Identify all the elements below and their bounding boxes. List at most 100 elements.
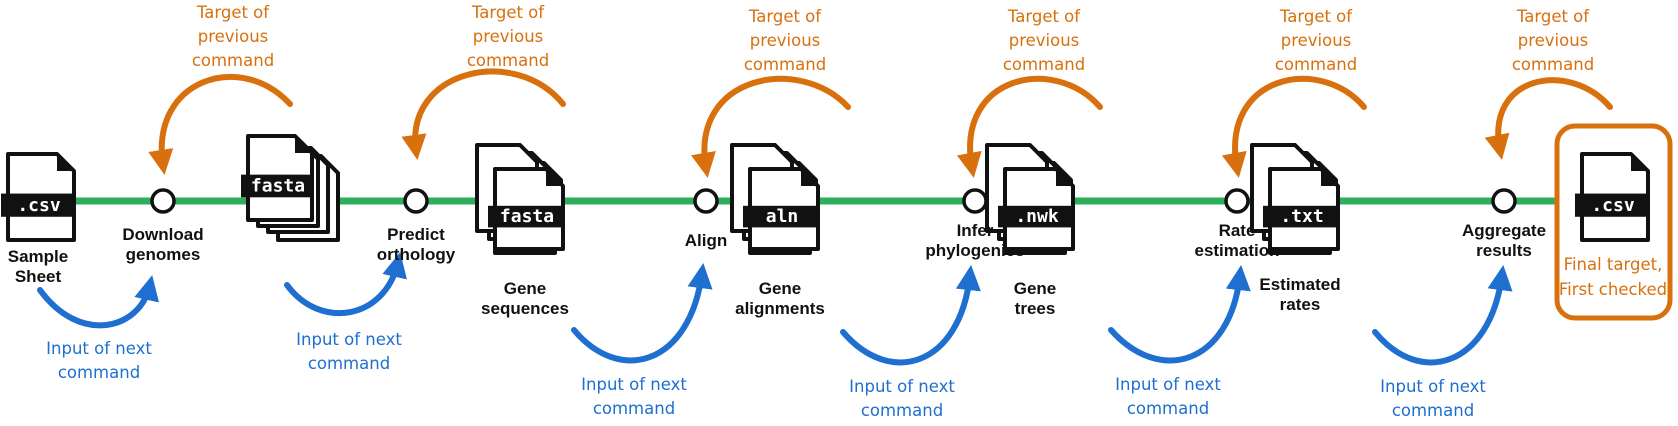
file-type-label: .nwk xyxy=(1015,206,1059,227)
document-icon: .csv xyxy=(1575,152,1650,242)
target-label: command xyxy=(1512,55,1594,74)
input-label: Input of next xyxy=(849,377,955,396)
input-label: command xyxy=(593,399,675,418)
file-1: fasta xyxy=(241,134,340,242)
step-node-2: Align xyxy=(685,188,727,250)
document-stack-icon: .txt xyxy=(1250,143,1340,255)
step-label: Rate xyxy=(1219,221,1256,240)
document-icon: .csv xyxy=(1,152,76,242)
document-icon: .txt xyxy=(1263,167,1340,251)
target-arrow-1: Target of previous command xyxy=(401,3,566,160)
target-label: command xyxy=(744,55,826,74)
file-label: Sample xyxy=(8,247,68,266)
input-label: Input of next xyxy=(581,375,687,394)
input-label: Input of next xyxy=(46,339,152,358)
document-icon: .nwk xyxy=(998,167,1075,251)
step-label: Download xyxy=(122,225,203,244)
input-arrow-2: Input of next command xyxy=(571,263,713,418)
step-label: estimation xyxy=(1194,241,1279,260)
input-arrow-4: Input of next command xyxy=(1108,264,1251,418)
file-label: Sheet xyxy=(15,267,62,286)
target-label: Target of xyxy=(748,7,822,26)
input-arrow-3: Input of next command xyxy=(840,264,981,420)
target-arrow-5: Target of previous command xyxy=(1484,7,1613,160)
document-icon: aln xyxy=(743,167,820,251)
input-label: Input of next xyxy=(1115,375,1221,394)
target-label: previous xyxy=(1009,31,1080,50)
step-circle xyxy=(1491,188,1517,214)
target-label: previous xyxy=(1281,31,1352,50)
target-label: command xyxy=(467,51,549,70)
target-label: previous xyxy=(473,27,544,46)
target-label: command xyxy=(1003,55,1085,74)
step-circle xyxy=(1224,188,1250,214)
file-type-label: fasta xyxy=(500,206,554,227)
file-label: trees xyxy=(1015,299,1056,318)
step-label: Aggregate xyxy=(1462,221,1546,240)
file-label: sequences xyxy=(481,299,569,318)
target-arrow-4: Target of previous command xyxy=(1221,7,1367,178)
document-stack-icon: fasta xyxy=(475,143,565,255)
step-circle xyxy=(693,188,719,214)
step-label: phylogenies xyxy=(925,241,1024,260)
input-label: command xyxy=(58,363,140,382)
target-label: Target of xyxy=(1007,7,1081,26)
file-label: Gene xyxy=(504,279,547,298)
step-circle xyxy=(962,188,988,214)
file-label: Estimated xyxy=(1259,275,1340,294)
file-type-label: aln xyxy=(766,206,799,227)
document-stack-icon: fasta xyxy=(241,134,340,242)
step-label: orthology xyxy=(377,245,456,264)
target-label: Target of xyxy=(471,3,545,22)
file-type-label: .csv xyxy=(17,195,61,216)
step-label: Infer xyxy=(957,221,994,240)
final-target-label: Final target, xyxy=(1564,255,1663,274)
input-label: Input of next xyxy=(1380,377,1486,396)
target-label: Target of xyxy=(1279,7,1353,26)
file-label: Gene xyxy=(759,279,802,298)
target-label: previous xyxy=(750,31,821,50)
step-label: genomes xyxy=(126,245,201,264)
file-type-label: fasta xyxy=(251,175,305,196)
target-label: previous xyxy=(1518,31,1589,50)
document-stack-icon: .nwk xyxy=(985,143,1075,255)
target-label: Target of xyxy=(196,3,270,22)
target-arrow-0: Target of previous command xyxy=(148,3,293,175)
target-arrow-3: Target of previous command xyxy=(956,7,1103,178)
input-label: command xyxy=(308,354,390,373)
file-label: rates xyxy=(1280,295,1321,314)
file-label: Gene xyxy=(1014,279,1057,298)
step-circle xyxy=(403,188,429,214)
document-icon: fasta xyxy=(241,134,314,222)
target-label: command xyxy=(192,51,274,70)
input-label: command xyxy=(1127,399,1209,418)
input-arrow-5: Input of next command xyxy=(1372,265,1513,420)
file-label: alignments xyxy=(735,299,825,318)
target-arrow-2: Target of previous command xyxy=(691,7,851,178)
target-label: previous xyxy=(198,27,269,46)
input-label: command xyxy=(861,401,943,420)
input-arrow-0: Input of next command xyxy=(37,275,159,382)
input-label: command xyxy=(1392,401,1474,420)
final-target-label: First checked xyxy=(1559,280,1667,299)
step-label: results xyxy=(1476,241,1532,260)
step-circle xyxy=(150,188,176,214)
file-type-label: .txt xyxy=(1280,206,1323,227)
document-icon: fasta xyxy=(488,167,565,251)
step-label: Predict xyxy=(387,225,445,244)
file-type-label: .csv xyxy=(1591,195,1635,216)
target-label: command xyxy=(1275,55,1357,74)
target-label: Target of xyxy=(1516,7,1590,26)
document-stack-icon: aln xyxy=(730,143,820,255)
